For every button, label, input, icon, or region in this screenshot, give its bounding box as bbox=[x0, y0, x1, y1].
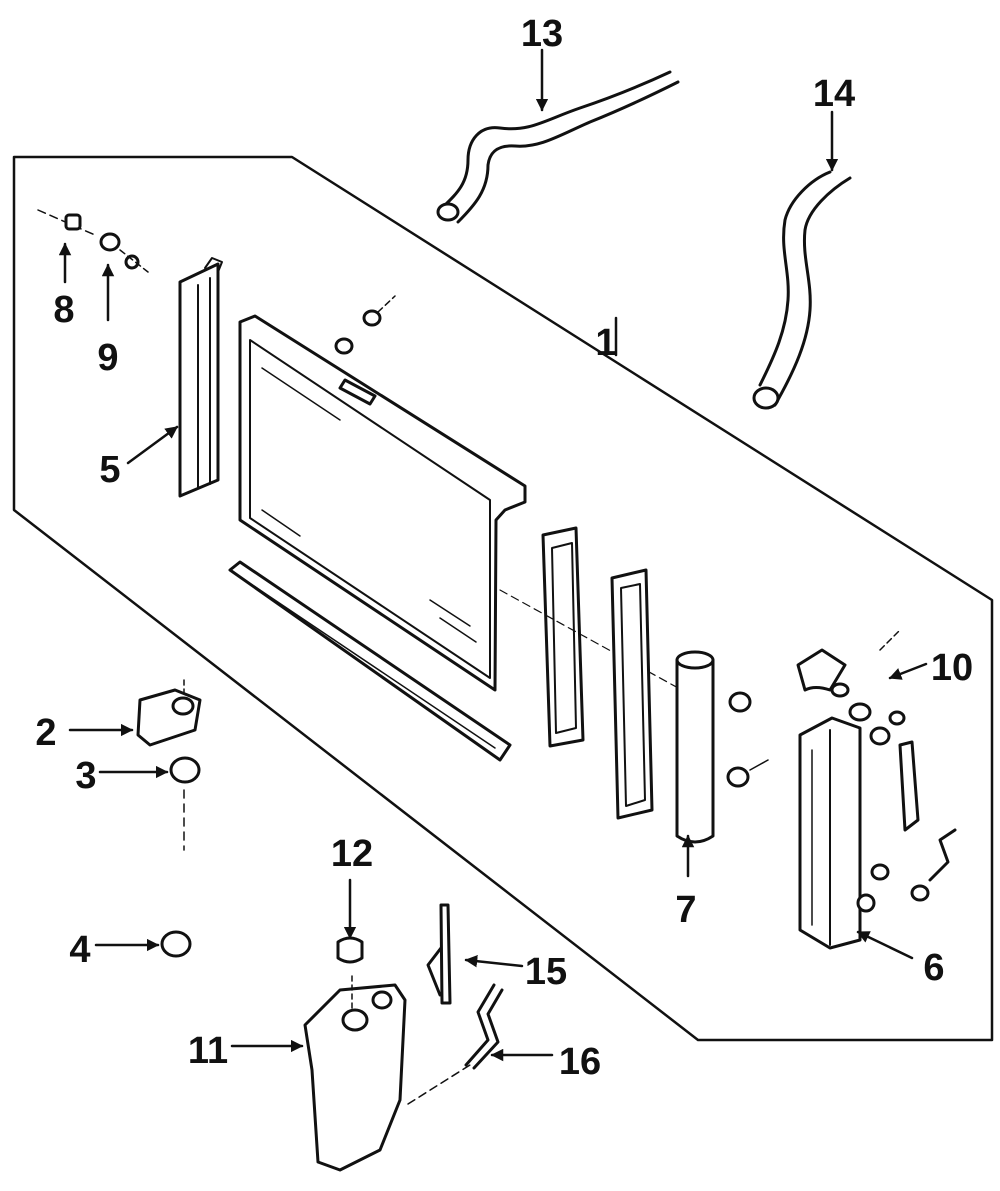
callout-9: 9 bbox=[97, 337, 118, 379]
callout-3: 3 bbox=[75, 755, 96, 797]
callout-10: 10 bbox=[931, 647, 973, 689]
callout-15: 15 bbox=[525, 951, 567, 993]
tank-gasket-part bbox=[499, 526, 701, 748]
callout-13: 13 bbox=[521, 13, 563, 55]
leader-6 bbox=[856, 930, 914, 960]
upper-hose-part bbox=[436, 70, 680, 224]
side-tank-part bbox=[796, 629, 957, 950]
overflow-hose-part bbox=[426, 903, 452, 1005]
callout-4: 4 bbox=[69, 929, 90, 971]
callout-7: 7 bbox=[675, 889, 696, 931]
callout-6: 6 bbox=[923, 947, 944, 989]
callout-labels: 1 2 3 4 5 6 7 8 9 10 11 12 13 14 15 16 bbox=[35, 13, 973, 1083]
callout-16: 16 bbox=[559, 1041, 601, 1083]
callout-14: 14 bbox=[813, 73, 855, 115]
reservoir-cap-part bbox=[336, 936, 364, 964]
callout-8: 8 bbox=[53, 289, 74, 331]
leader-10 bbox=[888, 662, 928, 680]
bolt-part bbox=[37, 209, 96, 236]
callout-1: 1 bbox=[595, 322, 616, 364]
lower-support-bar bbox=[228, 560, 512, 762]
callout-5: 5 bbox=[99, 449, 120, 491]
callout-12: 12 bbox=[331, 833, 373, 875]
lower-hose-part bbox=[752, 170, 852, 410]
side-seal-part bbox=[178, 257, 223, 498]
radiator-core bbox=[238, 295, 527, 692]
leader-lines bbox=[58, 48, 928, 1062]
grommet-part bbox=[169, 756, 201, 851]
assembly-boundary bbox=[12, 155, 994, 1042]
mount-bracket-part bbox=[136, 679, 202, 747]
callout-11: 11 bbox=[188, 1030, 228, 1072]
gasket-ring-part bbox=[610, 568, 654, 820]
leader-5 bbox=[126, 425, 179, 465]
washer-part bbox=[99, 232, 149, 273]
leader-15 bbox=[464, 954, 524, 968]
callout-2: 2 bbox=[35, 712, 56, 754]
coolant-reservoir-part bbox=[303, 975, 471, 1172]
inlet-tank-part bbox=[675, 650, 769, 844]
insulator-part bbox=[160, 930, 192, 958]
reservoir-hose-part bbox=[464, 983, 504, 1070]
